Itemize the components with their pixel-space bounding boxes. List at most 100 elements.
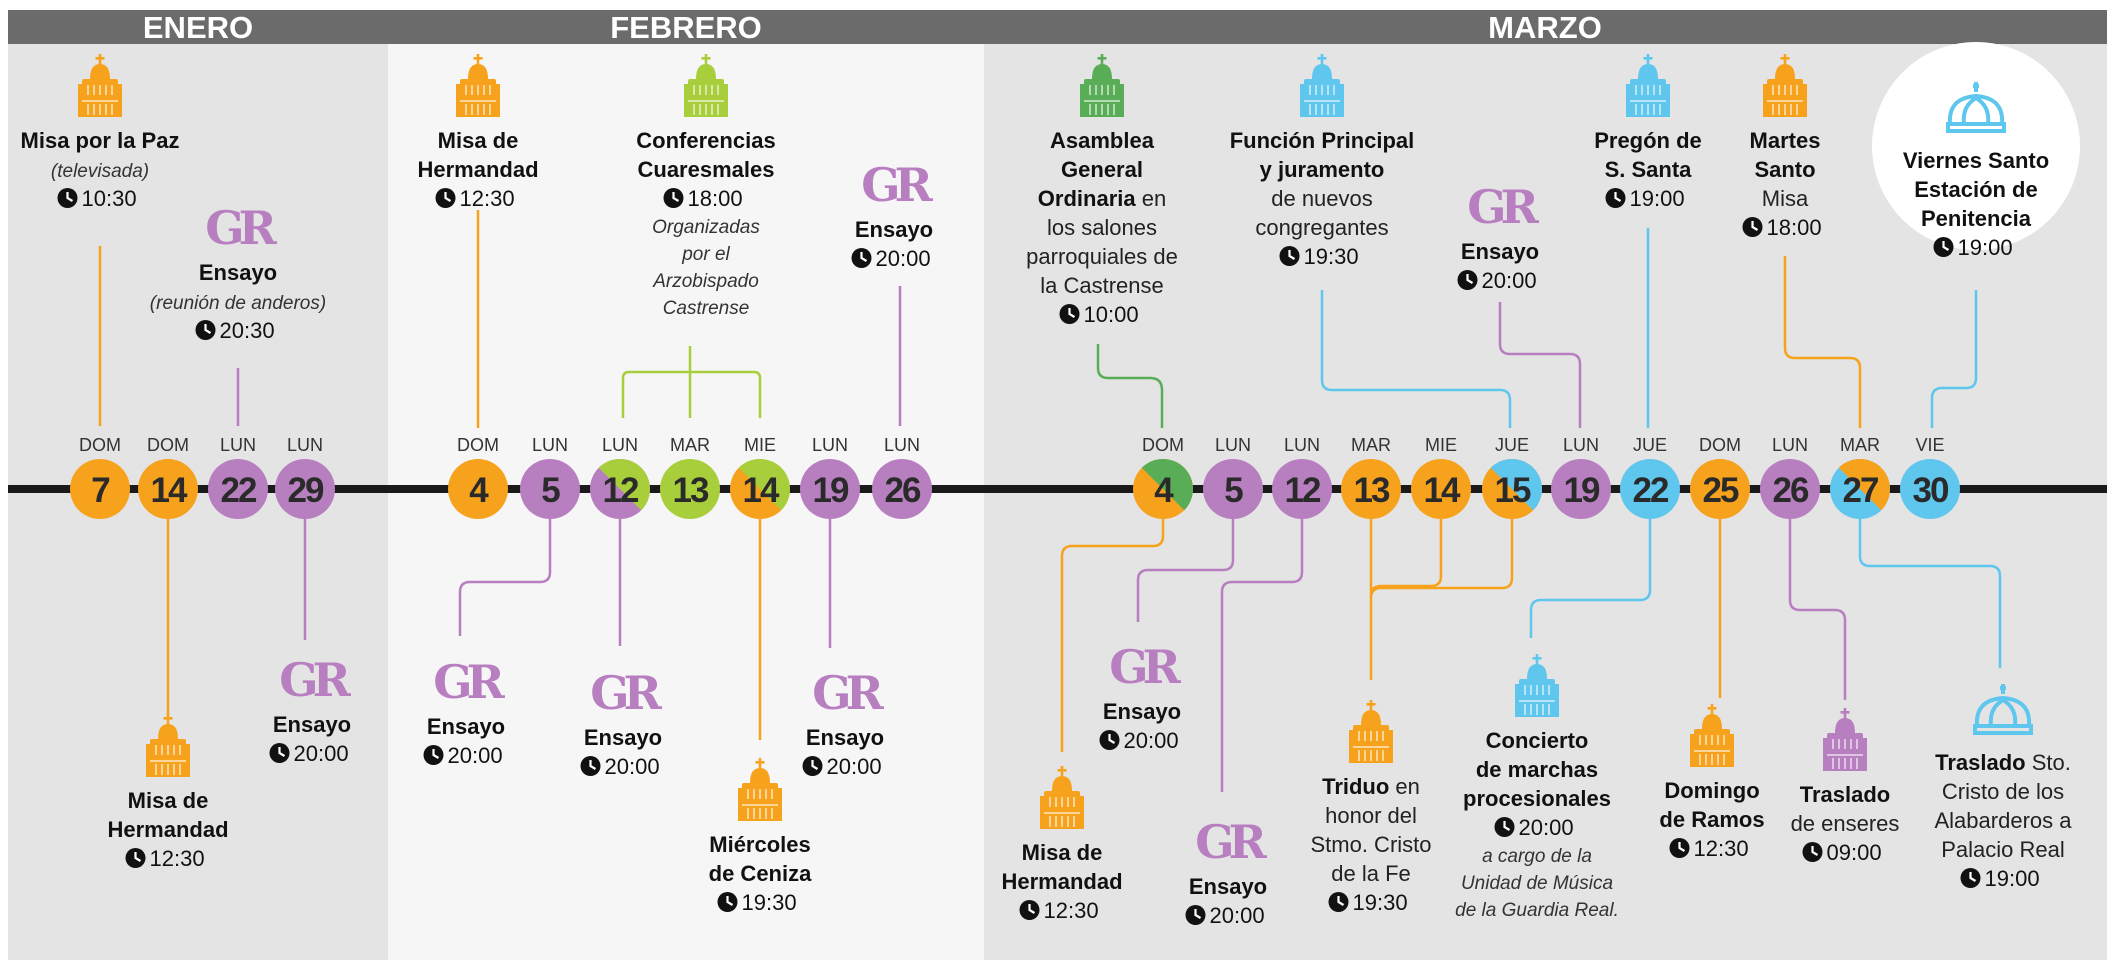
- event-note: a cargo de la: [1482, 846, 1592, 867]
- event-time: 19:00: [1958, 235, 2013, 260]
- header-marzo: [984, 10, 2107, 44]
- event-title: Ensayo: [584, 725, 662, 750]
- day-circle: [872, 459, 932, 519]
- event-title: procesionales: [1463, 786, 1611, 811]
- event-title: Misa de: [128, 788, 209, 813]
- event-time: 12:30: [460, 186, 515, 211]
- gr-monogram-icon: GR: [205, 201, 277, 255]
- event-title: Ensayo: [199, 260, 277, 285]
- event-title: Ordinaria: [1038, 186, 1137, 211]
- event-text: Palacio Real: [1941, 837, 2065, 862]
- day-of-week-label: LUN: [1215, 435, 1251, 455]
- event-note: de la Guardia Real.: [1455, 900, 1619, 921]
- day-of-week-label: LUN: [884, 435, 920, 455]
- day-circle: [660, 459, 720, 519]
- event-title: Ensayo: [855, 217, 933, 242]
- event-conferencias: ConferenciasCuaresmales18:00Organizadasp…: [636, 54, 776, 319]
- gr-monogram-icon: GR: [1109, 640, 1181, 694]
- connector-line: [1783, 256, 1862, 428]
- event-text: la Castrense: [1040, 273, 1164, 298]
- day-circle: [1272, 459, 1332, 519]
- day-circle: [1690, 459, 1750, 519]
- day-of-week-label: MIE: [744, 435, 776, 455]
- event-title: Ensayo: [806, 725, 884, 750]
- event-title: Traslado: [1800, 782, 1890, 807]
- event-title: Concierto: [1486, 728, 1589, 753]
- month-label-enero: ENERO: [143, 10, 253, 45]
- connector-line: [458, 519, 552, 636]
- day-circle: [1900, 459, 1960, 519]
- event-time: 20:00: [448, 743, 503, 768]
- gr-monogram-icon: GR: [812, 666, 884, 720]
- church-icon: [738, 758, 782, 821]
- crown-icon: [1973, 684, 2033, 735]
- connector-line: [1096, 344, 1164, 428]
- event-text: en: [1136, 186, 1167, 211]
- event-title: Ensayo: [1189, 874, 1267, 899]
- event-title: Misa de: [1022, 840, 1103, 865]
- event-title: Misa por la Paz: [21, 128, 180, 153]
- event-title: Traslado: [1935, 750, 2025, 775]
- timeline-axis: [8, 485, 2107, 493]
- gr-monogram-icon: GR: [590, 666, 662, 720]
- clock-icon: [269, 743, 290, 763]
- day-number: 4: [1154, 471, 1174, 510]
- gr-monogram-icon: GR: [433, 655, 505, 709]
- day-number: 12: [603, 471, 639, 510]
- event-note: Arzobispado: [652, 271, 759, 292]
- event-title: de Ramos: [1659, 807, 1764, 832]
- day-number: 5: [1224, 471, 1243, 510]
- church-icon: [1515, 654, 1559, 717]
- day-of-week-label: DOM: [1142, 435, 1184, 455]
- event-time: 19:30: [742, 890, 797, 915]
- event-text: Sto.: [2026, 750, 2071, 775]
- event-time: 12:30: [1044, 898, 1099, 923]
- day-circle-half: [598, 459, 650, 511]
- connector-line: [1136, 519, 1235, 622]
- day-number: 30: [1913, 471, 1949, 510]
- day-number: 13: [1354, 471, 1390, 510]
- event-title: Ensayo: [273, 712, 351, 737]
- event-text: de nuevos: [1271, 186, 1373, 211]
- crown-icon: [1946, 82, 2006, 133]
- event-title: Cuaresmales: [638, 157, 775, 182]
- event-time: 20:00: [1124, 728, 1179, 753]
- clock-icon: [435, 188, 456, 208]
- event-ensayo-feb26: GR Ensayo 20:00: [851, 158, 940, 271]
- day-number: 4: [469, 471, 489, 510]
- event-note: (reunión de anderos): [150, 293, 326, 314]
- clock-icon: [851, 248, 872, 268]
- day-number: 22: [221, 471, 257, 510]
- day-of-week-label: JUE: [1495, 435, 1529, 455]
- day-circle: [1551, 459, 1611, 519]
- connector-line: [1858, 519, 2002, 668]
- day-of-week-label: MAR: [1351, 435, 1391, 455]
- church-icon: [1300, 54, 1344, 117]
- church-icon: [1690, 704, 1734, 767]
- event-time: 20:00: [876, 246, 931, 271]
- day-circle: [275, 459, 335, 519]
- event-title: Hermandad: [107, 817, 228, 842]
- day-of-week-label: LUN: [602, 435, 638, 455]
- gr-monogram-icon: GR: [861, 158, 933, 212]
- clock-icon: [1933, 237, 1954, 257]
- church-icon: [1763, 54, 1807, 117]
- event-text: Cristo de los: [1942, 779, 2064, 804]
- event-line: Ordinaria en: [1038, 186, 1166, 211]
- day-number: 27: [1843, 471, 1878, 510]
- day-of-week-label: JUE: [1633, 435, 1667, 455]
- day-number: 19: [1564, 471, 1600, 510]
- day-circle: [70, 459, 130, 519]
- event-title: Función Principal: [1230, 128, 1415, 153]
